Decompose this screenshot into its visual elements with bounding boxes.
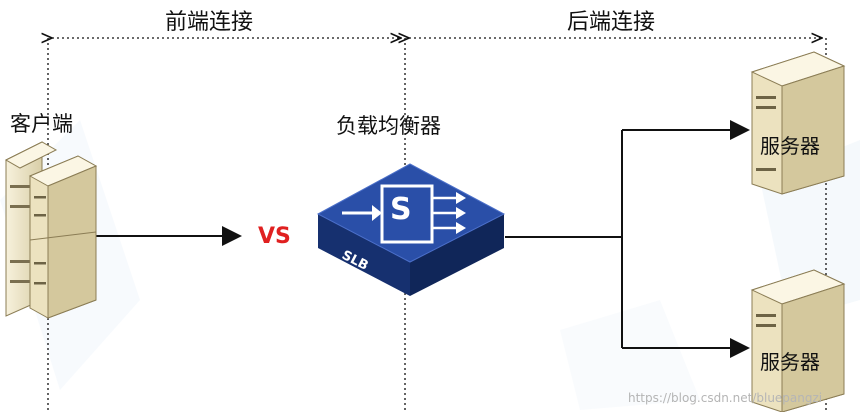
slb-to-servers-lines <box>505 130 623 348</box>
backend-connection-label: 后端连接 <box>567 10 656 35</box>
slb-device-icon <box>316 163 506 296</box>
server-icon-top <box>750 51 846 195</box>
vs-label: VS <box>258 224 291 249</box>
server-top-label: 服务器 <box>760 134 820 158</box>
server-bottom-label: 服务器 <box>760 350 820 374</box>
client-label: 客户端 <box>10 112 73 136</box>
watermark-text: https://blog.csdn.net/bluepangzi <box>628 391 823 405</box>
load-balancer-label: 负载均衡器 <box>336 114 441 138</box>
frontend-connection-label: 前端连接 <box>165 10 254 35</box>
slb-icon-letter: S <box>390 192 412 227</box>
client-servers-icon <box>4 141 98 319</box>
server-icon-bottom <box>750 269 846 412</box>
connection-lines <box>96 120 750 358</box>
